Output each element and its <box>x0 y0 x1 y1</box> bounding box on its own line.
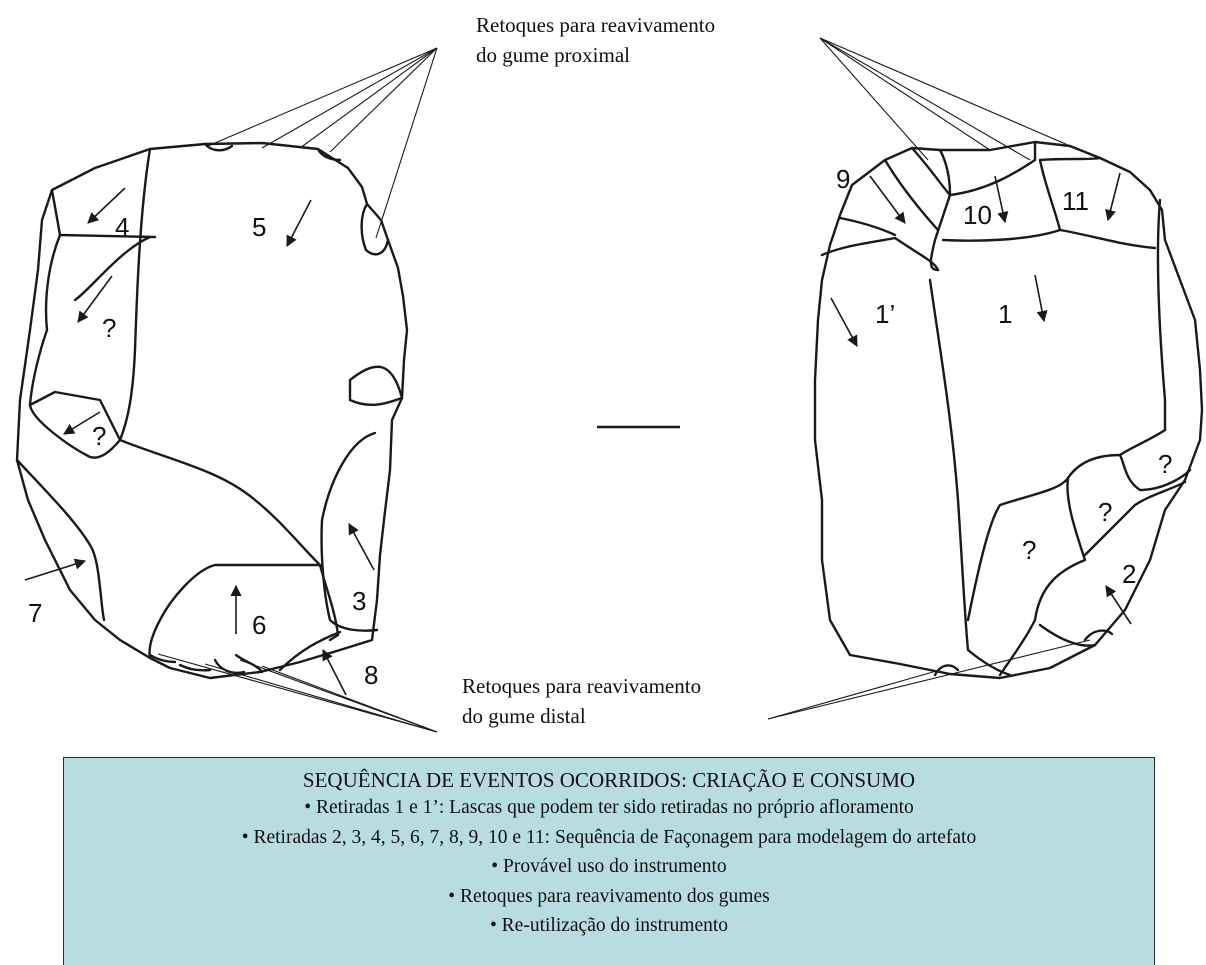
summary-title: SEQUÊNCIA DE EVENTOS OCORRIDOS: CRIAÇÃO … <box>302 768 916 792</box>
scar-label-1-prime: 1’ <box>875 299 895 329</box>
summary-item: • Provável uso do instrumento <box>491 856 727 877</box>
summary-item: • Re-utilização do instrumento <box>489 915 729 936</box>
summary-item: • Retoques para reavivamento dos gumes <box>448 885 770 907</box>
scar-label-2: 2 <box>1122 559 1136 589</box>
scar-label-6: 6 <box>252 610 266 640</box>
summary-item: • Retiradas 2, 3, 4, 5, 6, 7, 8, 9, 10 e… <box>241 826 977 848</box>
scar-label-3: 3 <box>352 586 366 616</box>
scar-label-unknown: ? <box>102 313 116 343</box>
scar-label-7: 7 <box>28 598 42 628</box>
proximal-leader-lines <box>207 37 1099 239</box>
left-face-drawing: 4 5 ? ? 3 6 7 8 <box>15 141 409 696</box>
proximal-caption-line1: Retoques para reavivamento <box>476 13 715 37</box>
scar-label-11: 11 <box>1062 186 1089 216</box>
scar-label-4: 4 <box>115 212 129 242</box>
event-sequence-box: SEQUÊNCIA DE EVENTOS OCORRIDOS: CRIAÇÃO … <box>63 757 1155 965</box>
scar-label-unknown: ? <box>1022 535 1036 565</box>
scar-label-5: 5 <box>252 212 266 242</box>
scar-label-9: 9 <box>836 164 850 194</box>
scar-label-unknown: ? <box>1158 449 1172 479</box>
scar-label-8: 8 <box>364 660 378 690</box>
distal-caption-line2: do gume distal <box>462 704 586 728</box>
scar-label-unknown: ? <box>92 421 106 451</box>
left-face-outline <box>15 141 409 680</box>
proximal-caption-line2: do gume proximal <box>476 43 630 67</box>
scar-label-10: 10 <box>963 200 992 230</box>
right-face-drawing: 9 10 11 1’ 1 ? ? ? 2 <box>813 140 1204 680</box>
distal-caption-line1: Retoques para reavivamento <box>462 674 701 698</box>
summary-item: • Retiradas 1 e 1’: Lascas que podem ter… <box>304 797 914 818</box>
distal-leader-lines <box>157 639 1091 733</box>
scar-label-unknown: ? <box>1098 497 1112 527</box>
scar-label-1: 1 <box>998 299 1012 329</box>
artifact-diagram: 4 5 ? ? 3 6 7 8 9 10 11 <box>15 13 1204 733</box>
right-face-outline <box>813 140 1204 680</box>
